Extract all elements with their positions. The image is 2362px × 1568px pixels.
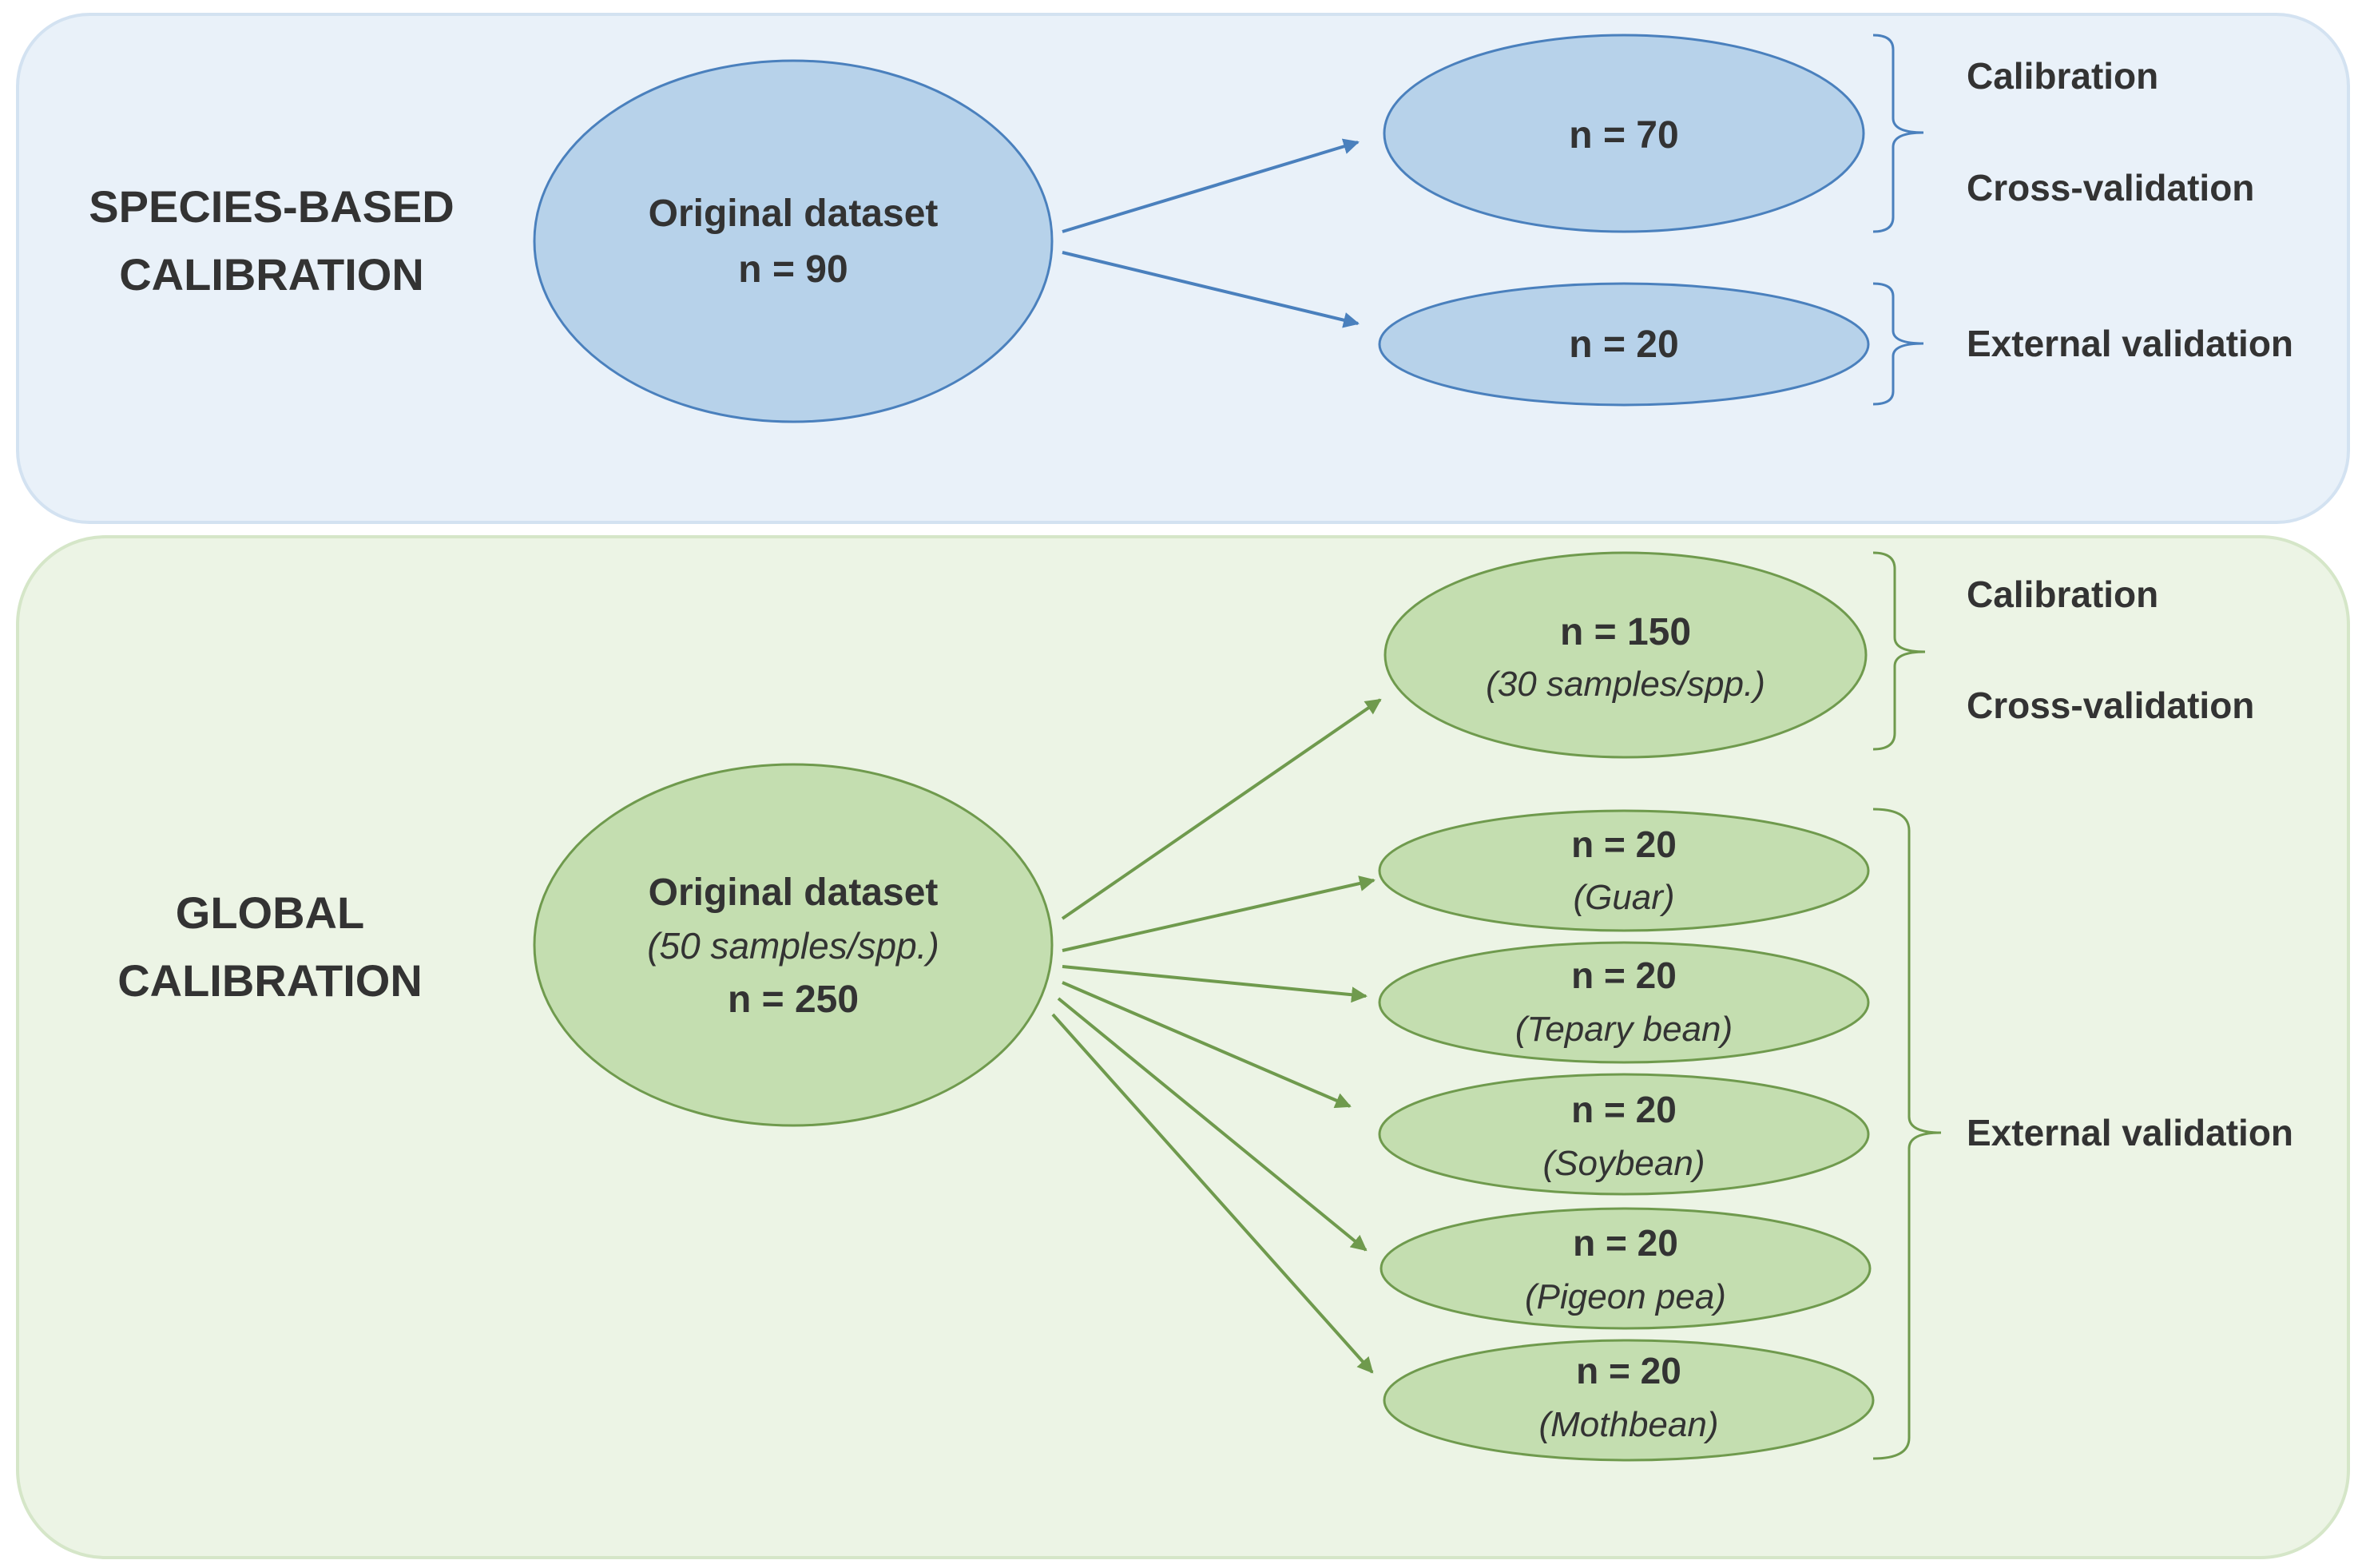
species-arrow-to-validation (1062, 251, 1360, 328)
global-target-subtitle: (Tepary bean) (1515, 1010, 1733, 1049)
global-panel-title-line1: GLOBAL (176, 887, 364, 938)
global-validation-brace (1872, 808, 1942, 1460)
global-target-ellipse (1378, 1073, 1870, 1196)
global-target-subtitle: (Pigeon pea) (1525, 1277, 1726, 1316)
global-target-subtitle: (Guar) (1573, 878, 1674, 917)
species-panel-title-line1: SPECIES-BASED (89, 181, 454, 232)
global-source-ellipse (533, 763, 1054, 1127)
global-target-ellipse (1378, 809, 1870, 932)
global-calibration-label: Calibration (1967, 574, 2158, 615)
global-source-count: n = 250 (728, 979, 859, 1021)
species-target-count: n = 70 (1569, 114, 1678, 157)
species-calibration-label: Calibration (1967, 55, 2158, 97)
species-source-label: Original dataset (649, 193, 939, 235)
global-target-count: n = 20 (1573, 1222, 1678, 1264)
global-source-subtitle: (50 samples/spp.) (647, 925, 939, 967)
global-cross-validation-label: Cross-validation (1967, 685, 2254, 726)
species-source-count: n = 90 (738, 248, 848, 291)
species-calibration-brace (1872, 34, 1924, 233)
global-arrow-to-calibration (1061, 698, 1382, 920)
global-target-subtitle: (Soybean) (1542, 1144, 1705, 1183)
global-source-label: Original dataset (649, 871, 939, 914)
species-validation-brace (1872, 282, 1924, 406)
global-arrow-to-guar (1062, 875, 1376, 952)
global-target-ellipse (1383, 551, 1868, 759)
global-target-ellipse (1383, 1339, 1875, 1462)
global-target-ellipse (1378, 941, 1870, 1064)
global-target-count: n = 20 (1571, 955, 1677, 996)
species-external-validation-label: External validation (1967, 323, 2293, 364)
global-target-subtitle: (30 samples/spp.) (1486, 665, 1765, 704)
global-target-ellipse (1379, 1207, 1872, 1330)
species-arrow-to-calibration (1062, 138, 1360, 233)
global-panel: GLOBAL CALIBRATION Original dataset (50 … (16, 535, 2350, 1559)
global-arrow-to-tepary-bean (1062, 965, 1368, 1003)
global-arrow-to-pigeon-pea (1057, 997, 1368, 1252)
species-panel-title-line2: CALIBRATION (119, 249, 424, 300)
species-cross-validation-label: Cross-validation (1967, 167, 2254, 208)
global-calibration-brace (1872, 551, 1926, 751)
species-based-panel: SPECIES-BASED CALIBRATION Original datas… (16, 13, 2350, 524)
global-external-validation-label: External validation (1967, 1112, 2293, 1153)
species-target-ellipse (1378, 282, 1870, 407)
global-arrow-to-soybean (1062, 981, 1352, 1109)
species-source-ellipse (533, 59, 1054, 423)
global-target-count: n = 150 (1560, 611, 1691, 653)
global-target-subtitle: (Mothbean) (1538, 1405, 1718, 1444)
global-arrow-to-mothbean (1051, 1013, 1374, 1374)
species-target-ellipse (1383, 34, 1865, 233)
species-target-count: n = 20 (1569, 324, 1678, 366)
global-target-count: n = 20 (1576, 1350, 1681, 1391)
global-target-count: n = 20 (1571, 824, 1677, 865)
global-panel-title-line2: CALIBRATION (117, 955, 423, 1006)
global-target-count: n = 20 (1571, 1089, 1677, 1130)
